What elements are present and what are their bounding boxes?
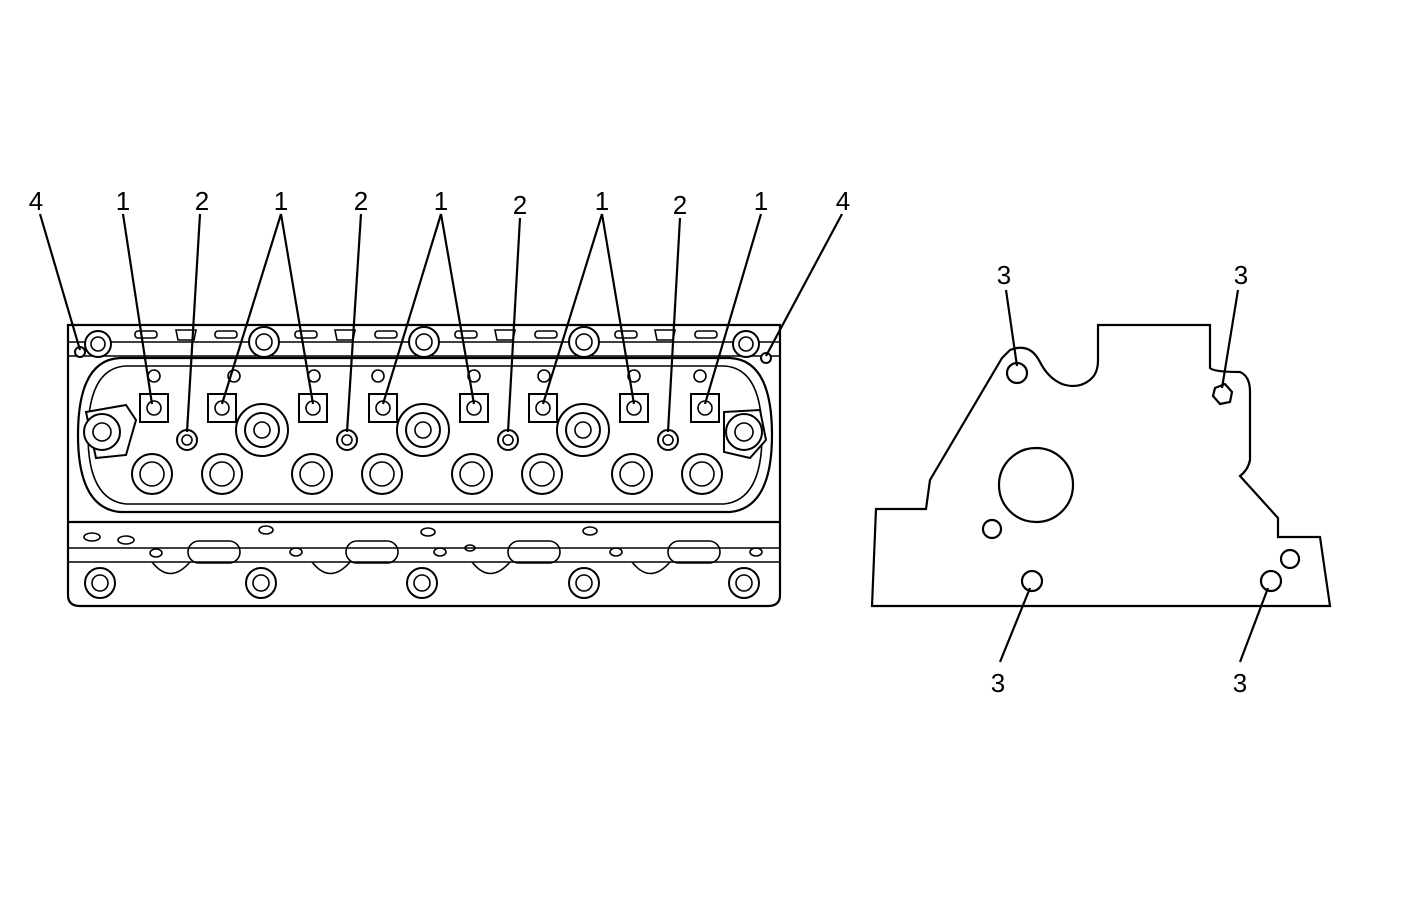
bottom-row-bolts <box>84 567 760 599</box>
rail-bosses <box>84 326 760 358</box>
callout-label: 2 <box>513 190 527 220</box>
callout-label: 2 <box>673 190 687 220</box>
callout-label: 3 <box>991 668 1005 698</box>
bolt-hole-lower-right <box>1259 569 1283 593</box>
callout-label: 4 <box>29 186 43 216</box>
plate-callout-labels: 3 3 3 3 <box>991 260 1248 698</box>
dowel-hole-right <box>760 352 772 364</box>
bolt-hole-upper-right <box>1211 382 1234 406</box>
lower-chamber-bolts <box>131 453 723 495</box>
callout-label: 3 <box>1234 260 1248 290</box>
callout-label: 3 <box>1233 668 1247 698</box>
head-leader-lines <box>38 213 843 433</box>
small-hole-right <box>1279 548 1301 570</box>
large-head-bolts <box>83 403 768 460</box>
callout-label: 1 <box>274 186 288 216</box>
callout-label: 1 <box>116 186 130 216</box>
callout-label: 2 <box>195 186 209 216</box>
bolt-hole-lower-left <box>1020 569 1044 593</box>
short-bolts <box>176 429 679 451</box>
end-plate-drawing <box>870 323 1332 608</box>
callout-label: 3 <box>997 260 1011 290</box>
plate-leader-lines <box>998 289 1270 663</box>
callout-label: 4 <box>836 186 850 216</box>
callout-label: 2 <box>354 186 368 216</box>
callout-label: 1 <box>754 186 768 216</box>
deck-openings <box>83 525 763 564</box>
callout-label: 1 <box>595 186 609 216</box>
center-bore <box>997 446 1075 524</box>
cylinder-head-drawing <box>66 323 782 608</box>
head-callout-labels: 4 1 2 1 2 1 2 1 2 1 4 <box>29 186 850 220</box>
callout-label: 1 <box>434 186 448 216</box>
port-scallops <box>151 561 671 575</box>
small-hole <box>981 518 1003 540</box>
